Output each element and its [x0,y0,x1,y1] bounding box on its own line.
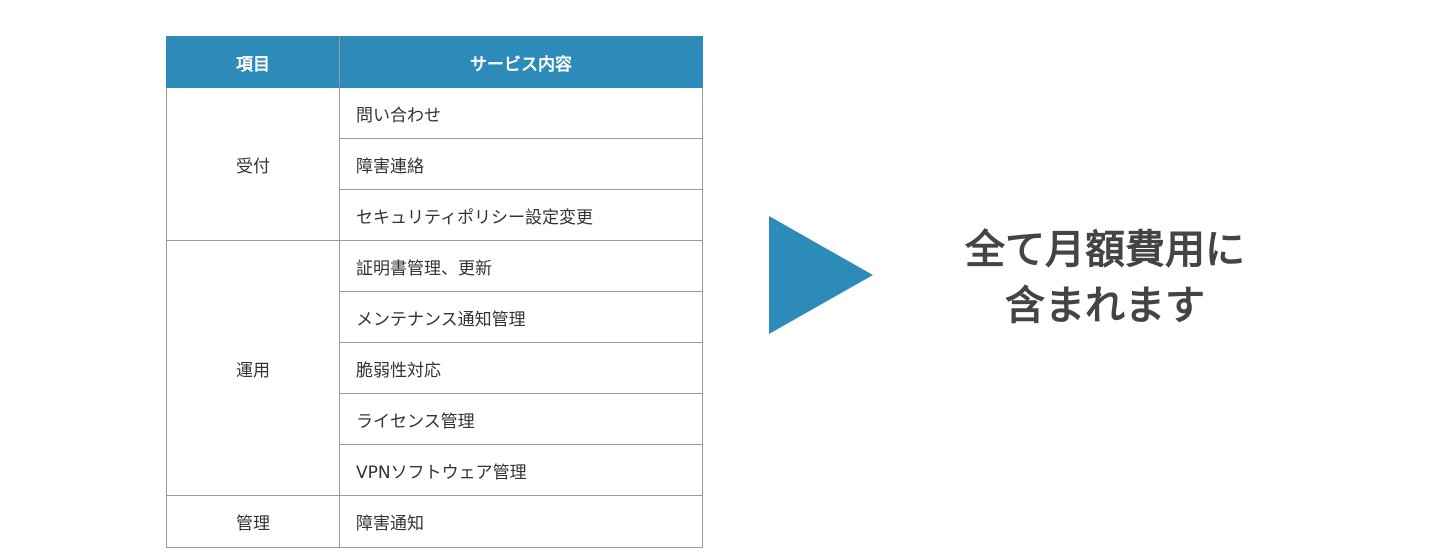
table-row: 運用 証明書管理、更新 [166,240,703,496]
message-line-1: 全て月額費用に [965,227,1245,273]
category-cell: 管理 [166,495,340,548]
table-row: 管理 障害通知 [166,495,703,548]
message-line-2: 含まれます [1005,283,1205,329]
pricing-message: 全て月額費用に 含まれます [920,222,1290,334]
service-cell: 問い合わせ [339,87,703,139]
table-header-row: 項目 サービス内容 [166,36,703,88]
service-cell: VPNソフトウェア管理 [339,444,703,496]
table-row: ライセンス管理 [167,393,703,445]
service-cell: セキュリティポリシー設定変更 [339,189,703,241]
service-cell: 障害連絡 [339,138,703,190]
header-service: サービス内容 [339,36,703,88]
service-table: 項目 サービス内容 受付 問い合わせ 障害連絡 セキュリティポリシー設定変更 運… [166,36,703,548]
table-row: 受付 問い合わせ [166,87,703,241]
table-row: VPNソフトウェア管理 [167,444,703,496]
play-arrow-icon [769,216,873,334]
table-row: 障害連絡 [167,138,703,190]
category-cell: 運用 [166,240,340,496]
service-cell: 脆弱性対応 [339,342,703,394]
category-cell: 受付 [166,87,340,241]
header-item: 項目 [166,36,340,88]
service-cell: 障害通知 [339,495,703,548]
table-row: 脆弱性対応 [167,342,703,394]
service-cell: 証明書管理、更新 [339,240,703,292]
table-row: セキュリティポリシー設定変更 [167,189,703,241]
service-cell: ライセンス管理 [339,393,703,445]
service-cell: メンテナンス通知管理 [339,291,703,343]
